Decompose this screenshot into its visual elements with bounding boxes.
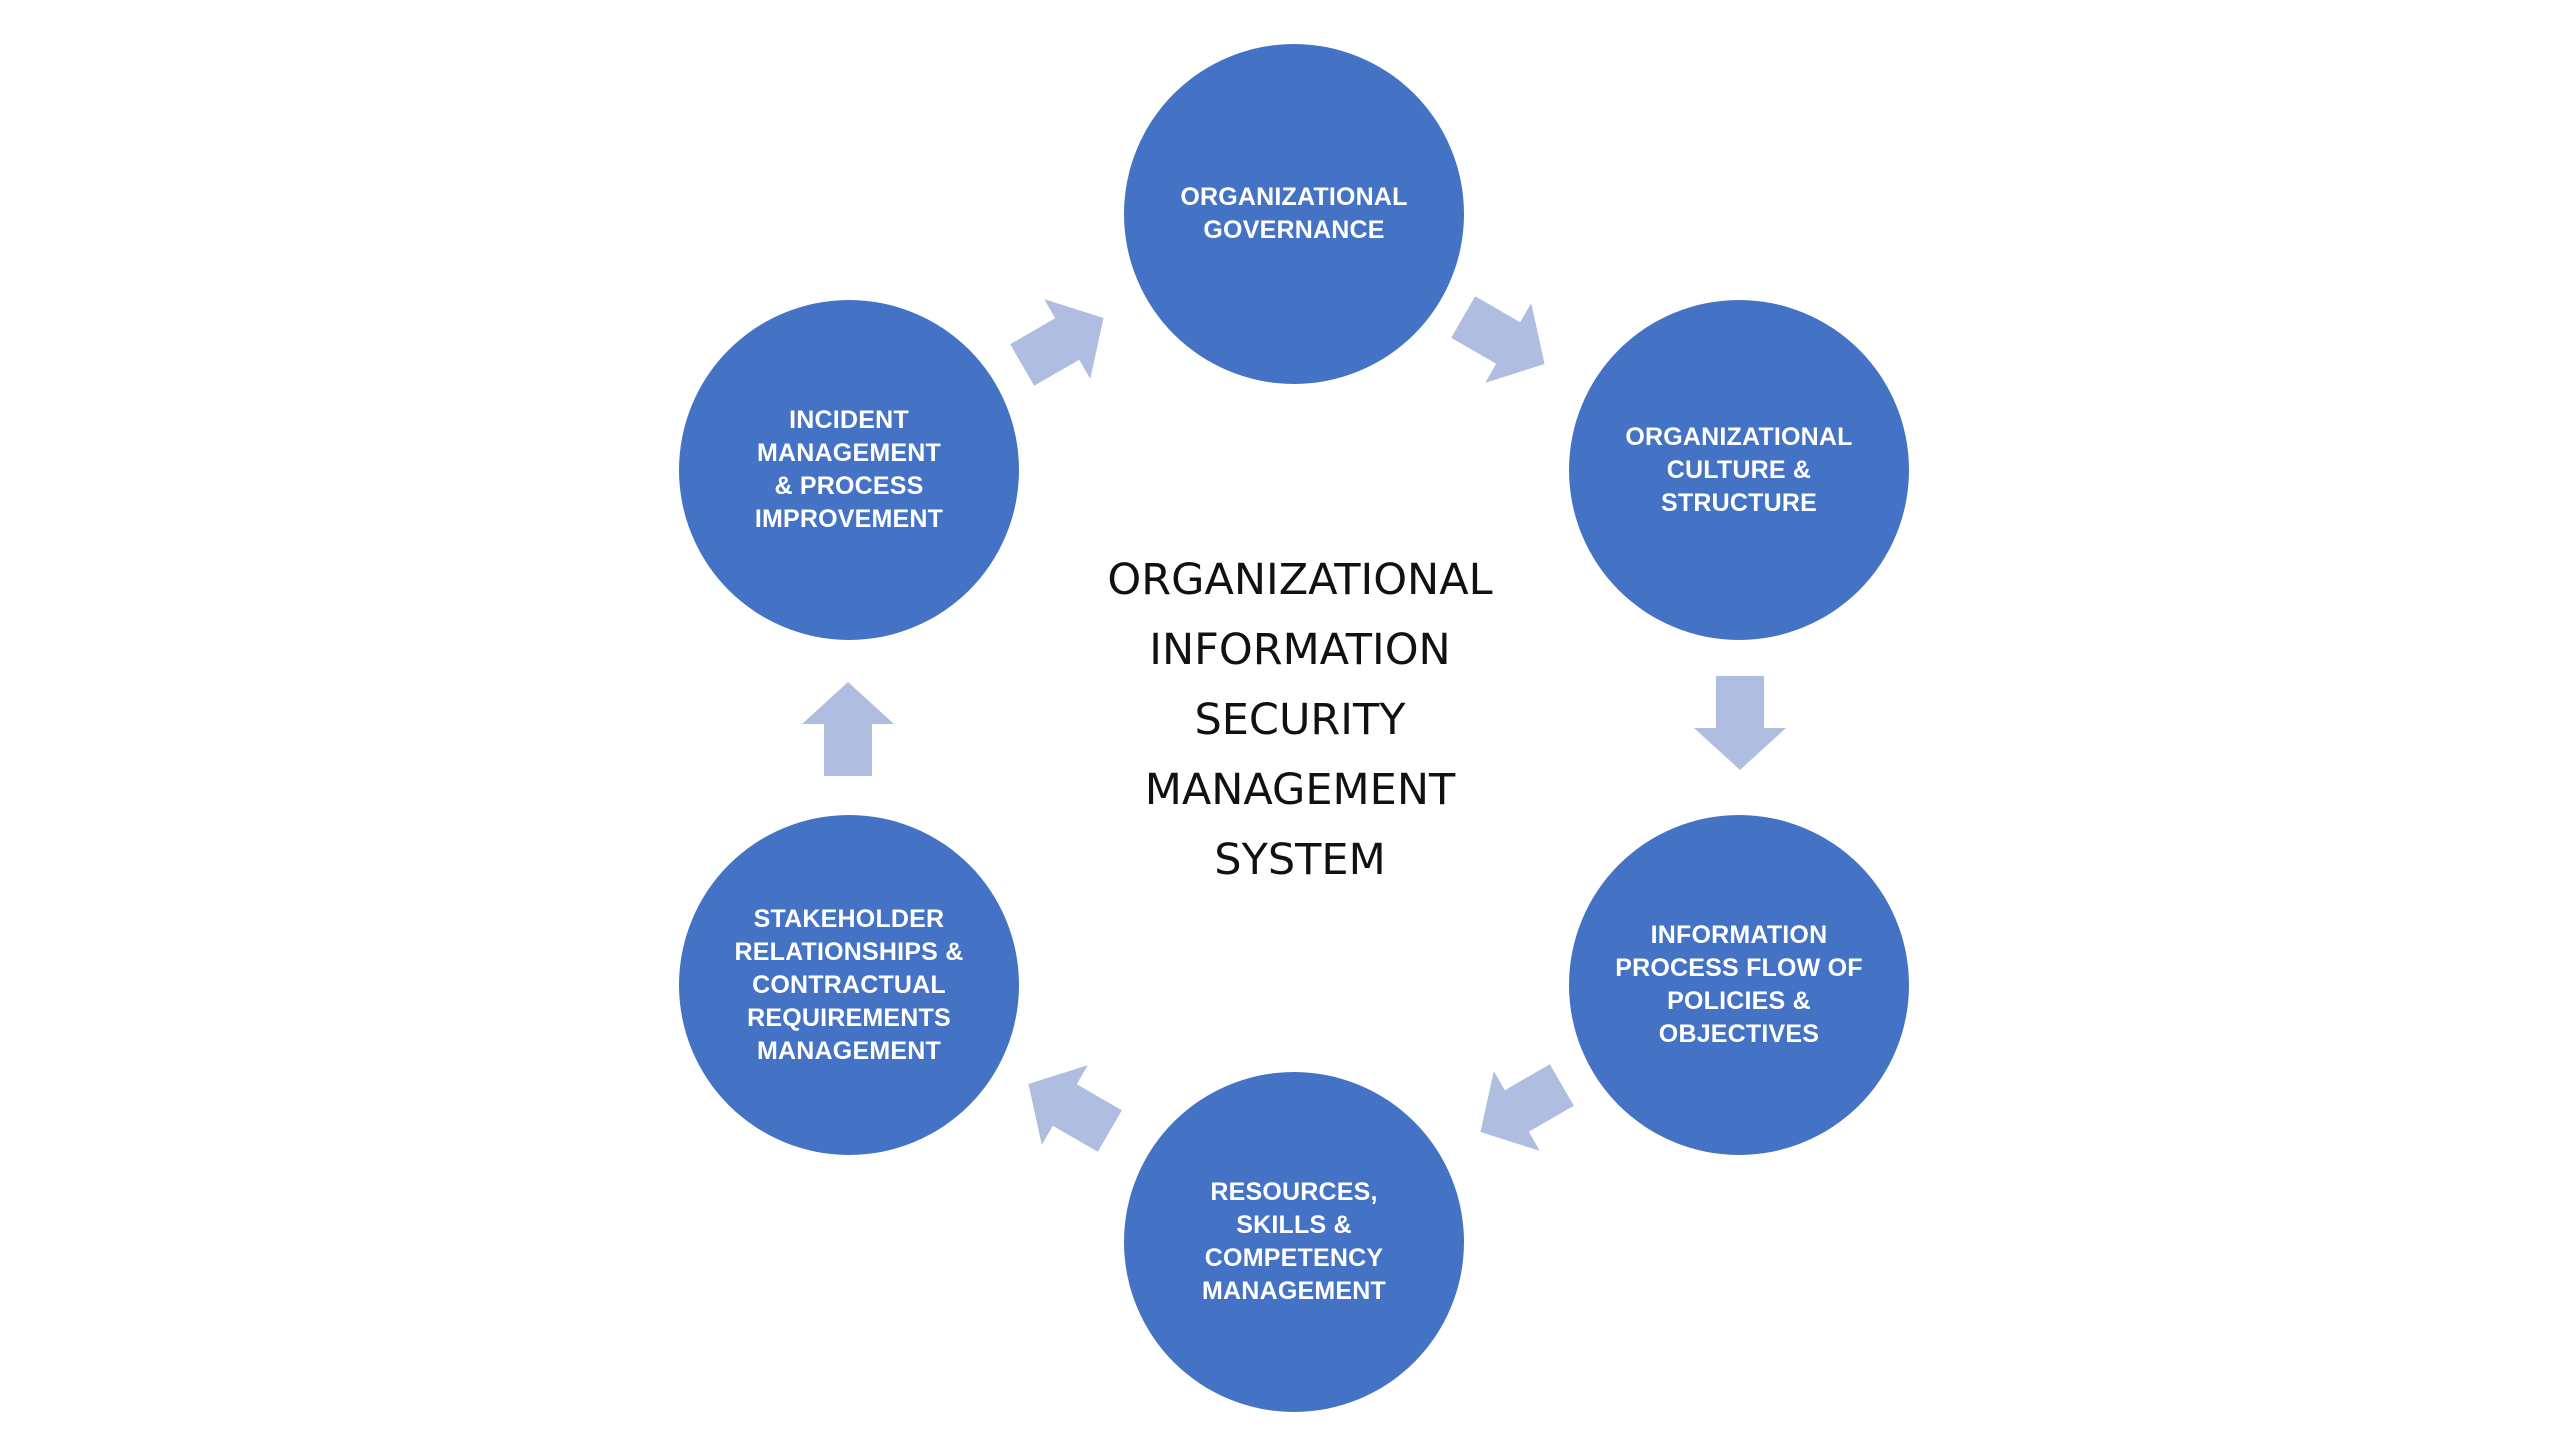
node-resources-skills-competency: RESOURCES, SKILLS & COMPETENCY MANAGEMEN…	[1124, 1072, 1464, 1412]
node-label: INFORMATION PROCESS FLOW OF POLICIES & O…	[1615, 921, 1863, 1048]
flow-arrow-culture-to-process-flow	[1694, 676, 1786, 770]
center-title-text: ORGANIZATIONAL INFORMATION SECURITY MANA…	[1107, 555, 1493, 885]
node-organizational-culture-structure: ORGANIZATIONAL CULTURE & STRUCTURE	[1569, 300, 1909, 640]
flow-arrow-incident-to-governance	[999, 278, 1127, 405]
flow-arrow-stakeholder-to-incident	[802, 682, 894, 776]
node-label: STAKEHOLDER RELATIONSHIPS & CONTRACTUAL …	[734, 904, 964, 1065]
node-organizational-governance: ORGANIZATIONAL GOVERNANCE	[1124, 44, 1464, 384]
node-label: RESOURCES, SKILLS & COMPETENCY MANAGEMEN…	[1202, 1178, 1386, 1305]
node-information-process-flow: INFORMATION PROCESS FLOW OF POLICIES & O…	[1569, 815, 1909, 1155]
flow-arrow-resources-to-stakeholder	[1005, 1044, 1133, 1171]
node-incident-management: INCIDENT MANAGEMENT & PROCESS IMPROVEMEN…	[679, 300, 1019, 640]
flow-arrow-process-flow-to-resources	[1457, 1045, 1585, 1172]
node-label: ORGANIZATIONAL GOVERNANCE	[1180, 183, 1408, 244]
node-label: ORGANIZATIONAL CULTURE & STRUCTURE	[1625, 422, 1853, 517]
center-title: ORGANIZATIONAL INFORMATION SECURITY MANA…	[1030, 545, 1570, 895]
node-label: INCIDENT MANAGEMENT & PROCESS IMPROVEMEN…	[754, 406, 944, 533]
flow-arrow-governance-to-culture	[1440, 277, 1568, 404]
node-stakeholder-relationships: STAKEHOLDER RELATIONSHIPS & CONTRACTUAL …	[679, 815, 1019, 1155]
